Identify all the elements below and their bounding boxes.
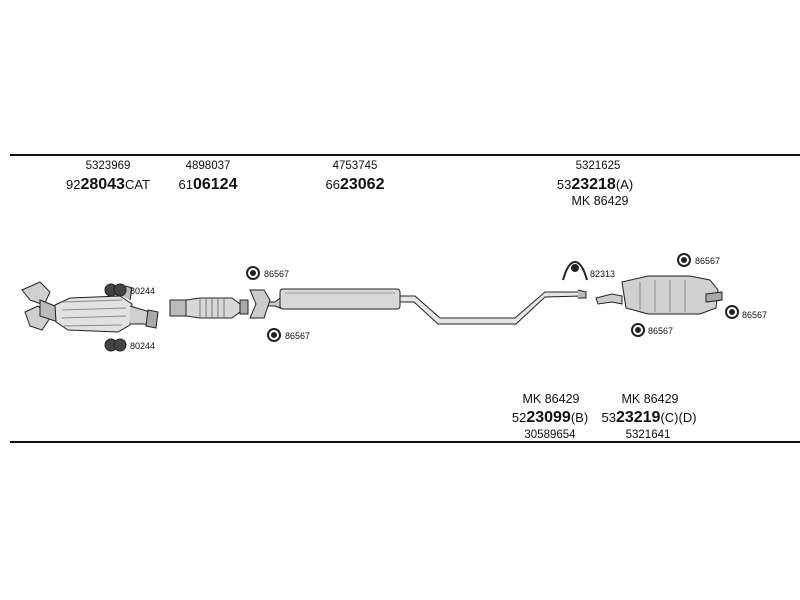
rear-top-clamp-label: 86567 [695, 256, 721, 266]
middle-silencer [255, 288, 587, 325]
front-lower-clamp-label: 86567 [285, 331, 311, 341]
middle-number: 23062 [339, 176, 385, 193]
rear-cd-suffix: (C)(D) [660, 410, 697, 425]
rear-cd-prefix: 53 [601, 410, 616, 425]
cat-part-number: 9228043CAT [66, 177, 150, 193]
rear-b-part-number: 5223099(B) [512, 410, 588, 426]
cat-lower-clamp-label: 80244 [130, 341, 156, 351]
rubber-mount-icon [104, 338, 127, 352]
rear-muffler [595, 275, 723, 315]
clamp-icon [246, 266, 260, 280]
rear-top-prefix: 53 [556, 177, 572, 192]
cat-suffix: CAT [124, 177, 151, 192]
clamp-icon [631, 323, 645, 337]
front-pipe-number: 06124 [192, 176, 238, 193]
cat-prefix: 92 [65, 177, 81, 192]
middle-part-number: 6623062 [326, 177, 385, 193]
clamp-icon [677, 253, 691, 267]
front-pipe-prefix: 61 [178, 177, 193, 192]
rear-b-number: 23099 [526, 409, 571, 426]
top-divider-line [10, 154, 800, 156]
clamp-icon [725, 305, 739, 319]
rear-b-prefix: 52 [511, 410, 527, 425]
rear-top-oe-number: 5321625 [575, 160, 621, 172]
rear-lower-clamp-label: 86567 [648, 326, 674, 336]
rear-b-mk-number: MK 86429 [522, 392, 580, 406]
rubber-mount-icon [104, 283, 127, 297]
rear-cd-number: 23219 [615, 409, 661, 426]
cat-oe-number: 5323969 [85, 160, 131, 172]
rear-top-mk-number: MK 86429 [571, 194, 629, 208]
rear-cd-part-number: 5323219(C)(D) [601, 410, 696, 426]
front-pipe-part-number: 6106124 [179, 177, 238, 193]
bottom-divider-line [10, 441, 800, 443]
cat-upper-clamp-label: 80244 [130, 286, 156, 296]
rear-cd-oe-number: 5321641 [625, 429, 671, 441]
hanger-bracket-icon [562, 260, 588, 281]
front-pipe-oe-number: 4898037 [185, 160, 231, 172]
front-upper-clamp-label: 86567 [264, 269, 290, 279]
rear-b-suffix: (B) [570, 410, 589, 425]
rear-right-clamp-label: 86567 [742, 310, 768, 320]
rear-top-suffix: (A) [615, 177, 634, 192]
rear-top-number: 23218 [571, 176, 616, 193]
rear-b-oe-number: 30589654 [524, 429, 576, 441]
clamp-icon [267, 328, 281, 342]
catalytic-converter [21, 281, 159, 333]
rear-bracket-label: 82313 [590, 269, 616, 279]
front-pipe [169, 297, 249, 319]
rear-cd-mk-number: MK 86429 [621, 392, 679, 406]
rear-top-part-number: 5323218(A) [557, 177, 633, 193]
middle-prefix: 66 [325, 177, 340, 192]
middle-oe-number: 4753745 [332, 160, 378, 172]
cat-number: 28043 [80, 176, 125, 193]
pipe-connector-icon [249, 289, 271, 319]
